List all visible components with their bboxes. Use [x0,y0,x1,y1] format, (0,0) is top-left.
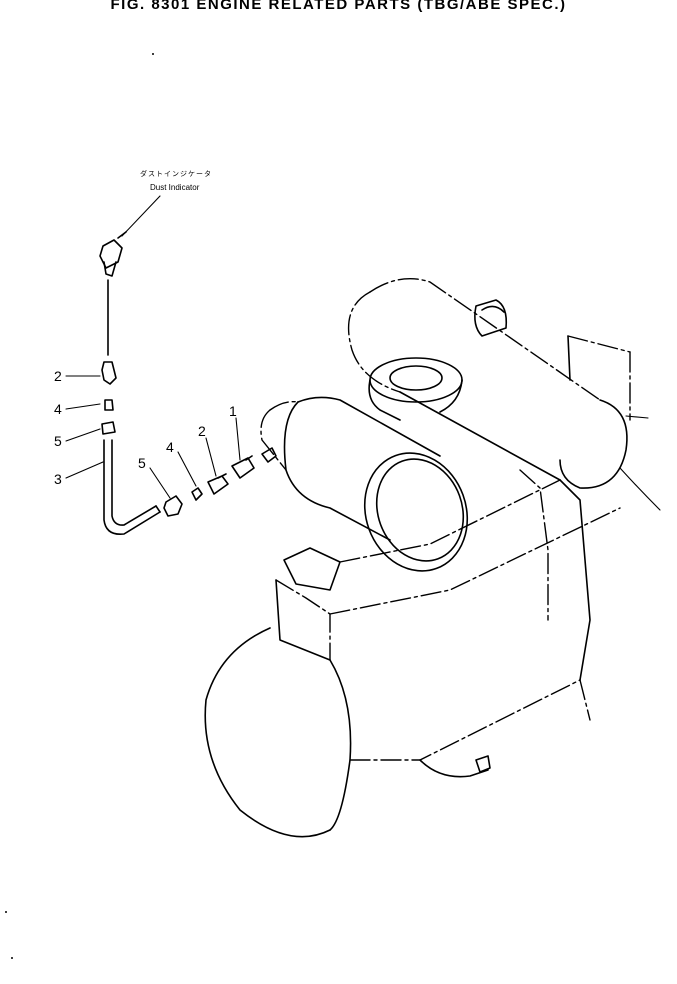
hose-end [155,505,161,513]
label-left-4: 4 [54,401,62,417]
label-mid-4: 4 [166,439,174,455]
leader-mid-4 [177,451,197,487]
leader-left-4 [65,403,101,410]
leader-mid-5 [149,467,171,499]
engine-block [204,469,621,838]
dust-indicator-part [99,231,127,356]
front-air-cleaner [260,396,469,572]
leader-left-3 [65,461,104,479]
label-left-3: 3 [54,471,62,487]
stray-mark-left [5,911,7,913]
stray-mark-top [152,53,154,55]
upper-air-cleaner [347,277,661,511]
left-fitting-stack [101,361,117,435]
leader-mid-2 [205,437,217,477]
hose-inner [111,439,157,526]
leader-mid-1 [235,417,241,461]
hose-outer [103,439,161,536]
figure-title: FIG. 8301 ENGINE RELATED PARTS (TBG/ABE … [110,0,567,13]
label-left-5: 5 [54,433,62,449]
leader-left-5 [65,428,101,442]
label-left-2: 2 [54,368,62,384]
label-mid-1: 1 [229,403,237,419]
intake-elbow [368,357,463,421]
label-mid-2: 2 [198,423,206,439]
dust-indicator-en-label: Dust Indicator [150,183,200,192]
label-mid-5: 5 [138,455,146,471]
stray-mark-bottom [11,957,13,959]
dust-indicator-jp-label: ダストインジケータ [140,169,212,178]
dust-indicator-leader-line [121,195,161,237]
mid-fitting-parts [163,447,277,517]
